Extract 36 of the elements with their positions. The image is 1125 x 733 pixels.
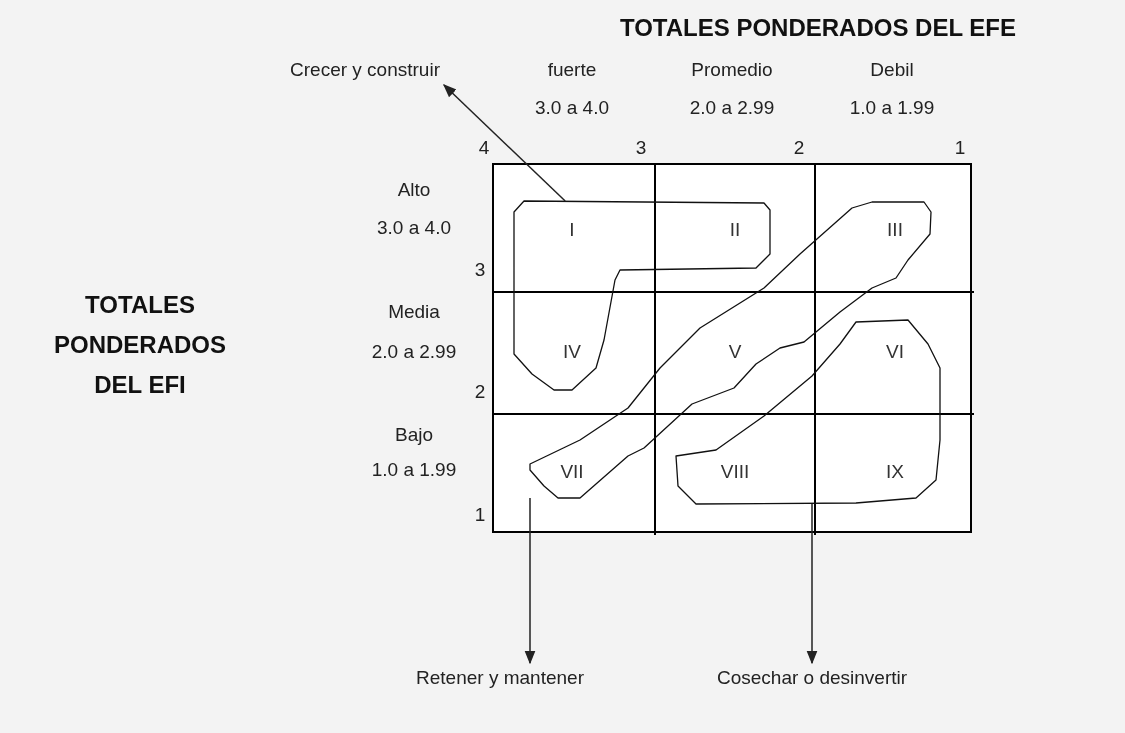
row-heading: Alto [397, 179, 431, 201]
range-label: 1.0 a 1.99 [371, 459, 457, 481]
scale-number: 3 [474, 259, 486, 281]
cell-numeral: VIII [720, 461, 750, 483]
cell-numeral: III [887, 219, 903, 241]
axis-title: TOTALES PONDERADOS DEL EFI [53, 290, 227, 400]
scale-number: 1 [474, 504, 486, 526]
scale-number: 1 [954, 137, 966, 159]
axis-title: TOTALES PONDERADOS DEL EFE [620, 14, 1016, 42]
cell-numeral: I [569, 219, 575, 241]
scale-number: 2 [474, 381, 486, 403]
cell-numeral: IX [886, 461, 904, 483]
scale-number: 3 [635, 137, 647, 159]
arrow [443, 84, 566, 202]
range-label: 3.0 a 4.0 [535, 97, 609, 119]
column-heading: Promedio [691, 59, 773, 81]
arrow [806, 503, 818, 665]
scale-number: 2 [793, 137, 805, 159]
cell-numeral: II [729, 219, 741, 241]
range-label: 2.0 a 2.99 [689, 97, 775, 119]
strategy-label: Crecer y construir [290, 59, 440, 81]
column-heading: Debil [870, 59, 914, 81]
arrow [524, 497, 536, 665]
cell-numeral: V [728, 341, 742, 363]
range-label: 3.0 a 4.0 [377, 217, 451, 239]
row-heading: Media [388, 301, 440, 323]
range-label: 2.0 a 2.99 [371, 341, 457, 363]
cell-numeral: VII [560, 461, 584, 483]
strategy-label: Retener y mantener [416, 667, 584, 689]
cell-numeral: IV [563, 341, 581, 363]
scale-number: 4 [478, 137, 490, 159]
range-label: 1.0 a 1.99 [849, 97, 935, 119]
row-heading: Bajo [395, 424, 433, 446]
strategy-label: Cosechar o desinvertir [716, 667, 908, 689]
column-heading: fuerte [547, 59, 597, 81]
cell-numeral: VI [886, 341, 904, 363]
